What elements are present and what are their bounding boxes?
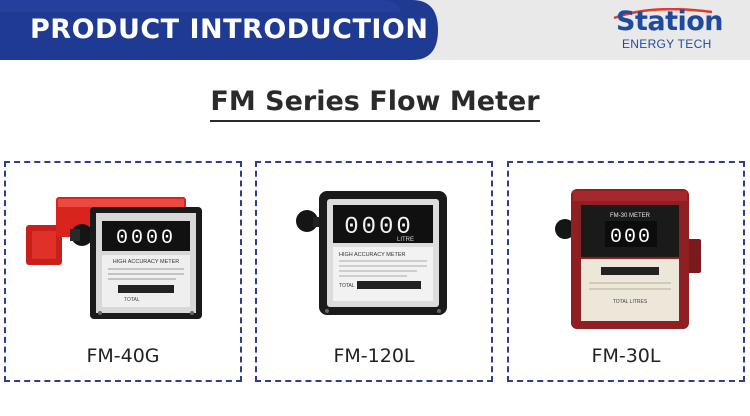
fm-40g-counter-digits: 0000	[116, 227, 176, 250]
fm-40g-total-label: TOTAL	[124, 297, 140, 303]
banner-title: PRODUCT INTRODUCTION	[30, 14, 429, 45]
company-logo: Station ENERGY TECH	[612, 6, 730, 52]
fm-30l-meter-image: FM-30 METER 000 TOTAL LITRES	[555, 189, 701, 329]
fm-30l-total-label: TOTAL LITRES	[613, 299, 648, 305]
banner-shape	[0, 0, 438, 60]
fm-120l-counter-digits: 0000	[344, 214, 414, 241]
fm-120l-unit-label: LITRE	[397, 237, 414, 243]
logo-swoosh-icon	[613, 8, 713, 20]
product-card-fm-30l[interactable]: FM-30 METER 000 TOTAL LITRES FM-30L	[507, 161, 745, 382]
logo-subtitle: ENERGY TECH	[622, 37, 712, 51]
product-name: FM-120L	[333, 345, 415, 367]
fm-120l-meter-image: 0000 LITRE HIGH ACCURACY METER TOTAL	[296, 191, 447, 315]
fm-30l-counter-digits: 000	[610, 226, 652, 249]
logo-name: Station	[616, 6, 724, 37]
product-card-fm-40g[interactable]: 0000 HIGH ACCURACY METER TOTAL FM-40G	[4, 161, 242, 382]
section-title-text: FM Series Flow Meter	[210, 86, 540, 122]
section-title: FM Series Flow Meter	[0, 86, 750, 122]
product-name: FM-30L	[591, 345, 661, 367]
fm-120l-face-title: HIGH ACCURACY METER	[339, 252, 406, 258]
fm-40g-face-title: HIGH ACCURACY METER	[113, 259, 180, 265]
fm-120l-total-label: TOTAL	[339, 283, 355, 289]
fm-40g-meter-image: 0000 HIGH ACCURACY METER TOTAL	[26, 197, 202, 319]
fm-30l-face-title: FM-30 METER	[610, 213, 651, 219]
product-introduction-banner: PRODUCT INTRODUCTION	[0, 0, 440, 60]
product-name: FM-40G	[86, 345, 160, 367]
product-card-fm-120l[interactable]: 0000 LITRE HIGH ACCURACY METER TOTAL FM-…	[255, 161, 493, 382]
